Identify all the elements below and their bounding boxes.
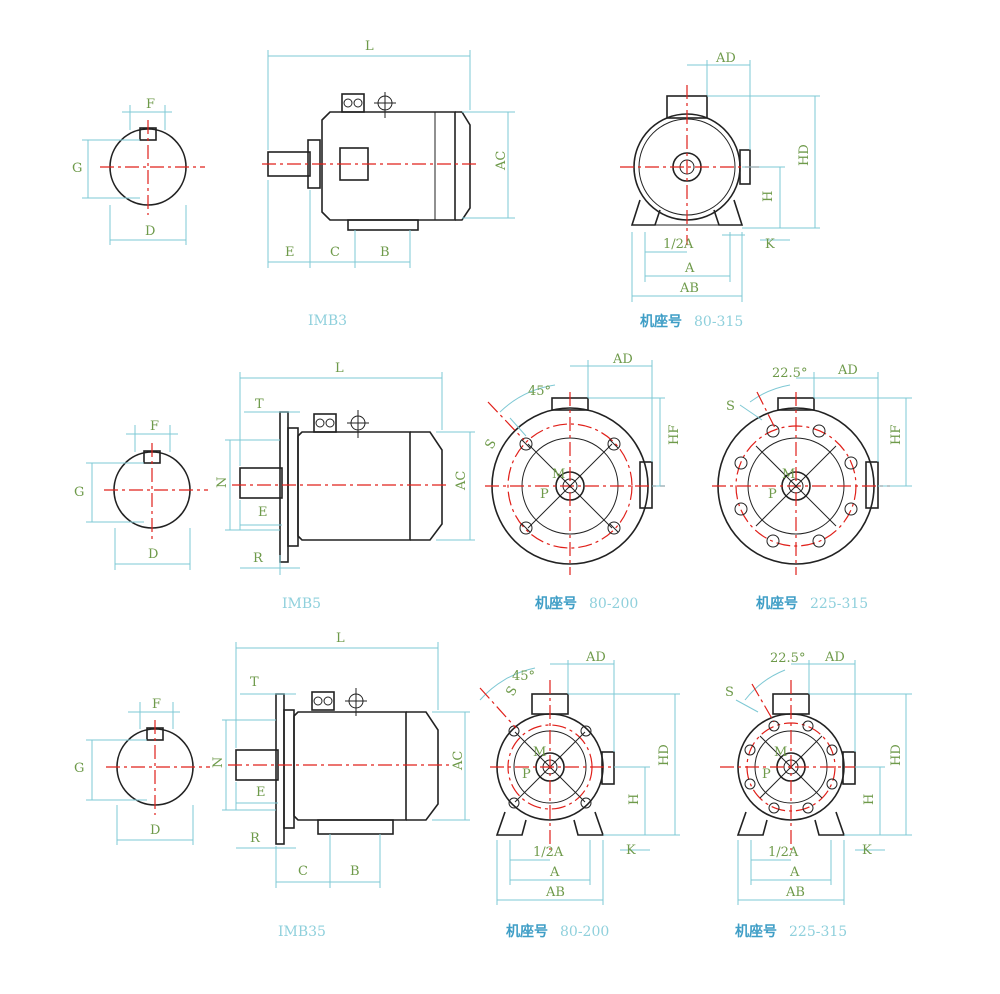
- imb35-small-dim-h: H: [627, 794, 642, 805]
- imb5-flange-small: AD HF 45° S M P 机座号 80-200: [482, 352, 682, 612]
- imb3-dim-a: A: [684, 261, 695, 276]
- imb35-small-dim-a: A: [549, 865, 560, 880]
- imb5-dim-d: D: [148, 547, 158, 562]
- imb5-large-dim-p: P: [768, 487, 777, 502]
- imb5-dim-t: T: [255, 397, 264, 412]
- imb5-large-seat-range: 225-315: [810, 596, 868, 612]
- imb35-large-seat-range: 225-315: [789, 924, 847, 940]
- imb35-small-seat-label: 机座号: [506, 923, 548, 940]
- imb35-front-large: AD HD H 22.5° S M P 1/2A K A AB 机座号 225-…: [720, 650, 912, 940]
- imb3-dim-ac: AC: [494, 151, 509, 171]
- imb3-seat-range: 80-315: [694, 314, 743, 330]
- imb35-small-dim-hd: HD: [657, 744, 672, 766]
- imb35-front-small: AD HD H 45° S M P 1/2A K A AB 机座号 80-200: [479, 650, 680, 940]
- imb3-dim-ab: AB: [679, 281, 699, 296]
- imb35-small-dim-s: S: [503, 684, 520, 699]
- imb3-seat-label: 机座号: [640, 313, 682, 330]
- imb35-large-dim-hd: HD: [889, 744, 904, 766]
- imb3-front-view: AD HD H 1/2A K A AB 机座号 80-315: [620, 51, 820, 330]
- imb3-dim-b: B: [380, 245, 390, 260]
- imb5-side-view: L AC T N E R IMB5: [215, 361, 475, 612]
- imb35-large-dim-ab: AB: [785, 885, 805, 900]
- imb35-dim-t: T: [250, 675, 259, 690]
- imb35-large-dim-h: H: [862, 794, 877, 805]
- imb35-dim-ac: AC: [451, 751, 466, 771]
- imb5-small-seat-range: 80-200: [589, 596, 638, 612]
- imb5-dim-g: G: [74, 485, 84, 500]
- imb35-dim-f: F: [152, 697, 161, 712]
- imb35-dim-r: R: [250, 831, 261, 846]
- imb3-dim-half-a: 1/2A: [663, 237, 694, 252]
- imb35-large-dim-k: K: [862, 843, 872, 858]
- imb35-small-angle: 45°: [512, 669, 535, 684]
- imb5-small-dim-hf: HF: [667, 425, 682, 445]
- imb35-small-seat-range: 80-200: [560, 924, 609, 940]
- imb35-large-dim-p: P: [762, 767, 771, 782]
- imb3-dim-g: G: [72, 161, 82, 176]
- imb5-large-angle: 22.5°: [772, 366, 807, 381]
- imb3-dim-f: F: [146, 97, 155, 112]
- imb35-caption: IMB35: [278, 924, 326, 940]
- imb35-dim-c: C: [298, 864, 308, 879]
- imb3-shaft-section: F G D: [72, 97, 205, 245]
- imb35-large-angle: 22.5°: [770, 651, 805, 666]
- imb5-dim-e: E: [258, 505, 268, 520]
- imb35-small-dim-p: P: [522, 767, 531, 782]
- imb3-side-view: L AC E C B IMB3: [262, 39, 515, 329]
- imb5-dim-f: F: [150, 419, 159, 434]
- imb5-dim-r: R: [253, 551, 264, 566]
- imb35-shaft-section: F G D: [74, 697, 210, 845]
- imb35-dim-n: N: [211, 757, 226, 768]
- imb5-dim-ac: AC: [454, 471, 469, 491]
- imb5-small-dim-m: M: [552, 467, 565, 482]
- imb3-dim-k: K: [765, 237, 775, 252]
- imb3-dim-ad: AD: [715, 51, 736, 66]
- imb5-small-dim-p: P: [540, 487, 549, 502]
- imb5-small-seat-label: 机座号: [535, 595, 577, 612]
- imb5-small-dim-ad: AD: [612, 352, 633, 367]
- imb3-dim-d: D: [145, 224, 155, 239]
- imb35-large-seat-label: 机座号: [735, 923, 777, 940]
- imb35-small-dim-k: K: [626, 843, 636, 858]
- imb5-dim-n: N: [215, 477, 230, 488]
- imb5-large-dim-s: S: [726, 399, 735, 414]
- imb5-flange-large: AD HF 22.5° S M P 机座号 225-315: [712, 363, 912, 612]
- imb3-dim-hd: HD: [797, 144, 812, 166]
- imb35-dim-b: B: [350, 864, 360, 879]
- imb35-large-dim-ad: AD: [824, 650, 845, 665]
- imb3-dim-h: H: [761, 191, 776, 202]
- imb35-side-view: L AC T N E R C B IMB35: [211, 631, 470, 940]
- imb35-large-dim-half-a: 1/2A: [768, 845, 799, 860]
- imb35-large-dim-s: S: [725, 685, 734, 700]
- imb5-large-seat-label: 机座号: [756, 595, 798, 612]
- imb5-shaft-section: F G D: [74, 419, 208, 570]
- imb3-dim-e: E: [285, 245, 295, 260]
- imb3-caption: IMB3: [308, 313, 347, 329]
- imb35-small-dim-ad: AD: [585, 650, 606, 665]
- imb35-large-dim-a: A: [789, 865, 800, 880]
- imb3-dim-l: L: [365, 39, 374, 54]
- imb35-dim-d: D: [150, 823, 160, 838]
- imb5-dim-l: L: [335, 361, 344, 376]
- imb5-large-dim-m: M: [782, 467, 795, 482]
- imb35-small-dim-m: M: [533, 745, 546, 760]
- imb5-small-angle: 45°: [528, 384, 551, 399]
- imb35-small-dim-ab: AB: [545, 885, 565, 900]
- imb35-large-dim-m: M: [774, 745, 787, 760]
- imb5-large-dim-ad: AD: [837, 363, 858, 378]
- imb35-dim-e: E: [256, 785, 266, 800]
- imb3-dim-c: C: [330, 245, 340, 260]
- imb35-small-dim-half-a: 1/2A: [533, 845, 564, 860]
- imb5-large-dim-hf: HF: [889, 425, 904, 445]
- imb5-caption: IMB5: [282, 596, 321, 612]
- imb35-dim-l: L: [336, 631, 345, 646]
- imb5-small-dim-s: S: [482, 437, 499, 452]
- imb35-dim-g: G: [74, 761, 84, 776]
